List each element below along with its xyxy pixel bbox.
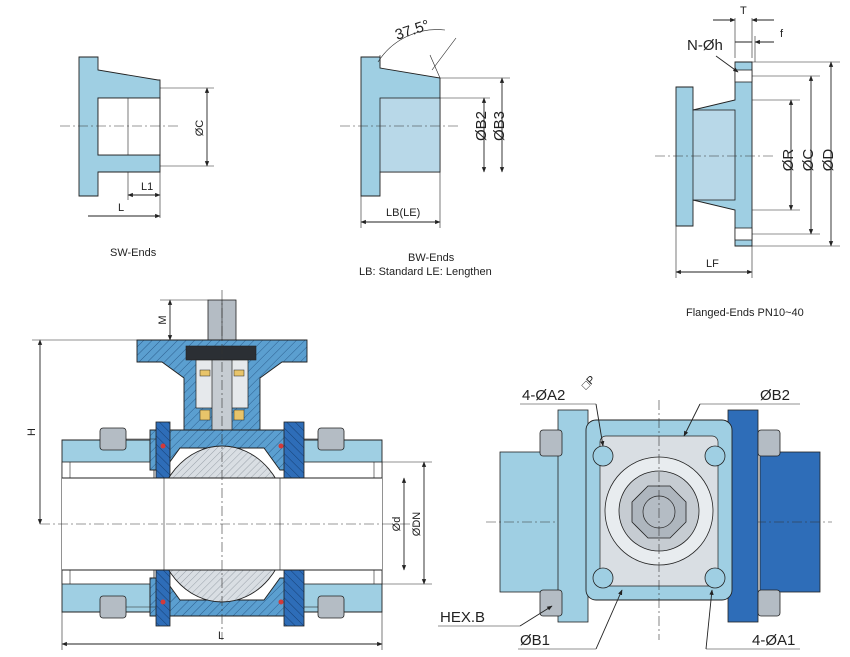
bw-dim-b2: ØB2	[473, 111, 490, 141]
sw-caption: SW-Ends	[110, 247, 157, 259]
top-flange-right	[727, 409, 759, 623]
bolt-left-top	[99, 427, 127, 451]
sw-dim-c: ØC	[194, 120, 206, 137]
sw-ends-view: ØC L1 L SW-Ends	[60, 56, 214, 259]
bolt-right-top	[317, 427, 345, 451]
bw-dim-lb: LB(LE)	[386, 207, 420, 219]
top-flange-left	[557, 409, 589, 623]
flange-dim-lf: LF	[706, 258, 719, 270]
top-dim-p: □P	[580, 374, 598, 392]
bw-dim-b3: ØB3	[491, 111, 508, 141]
bw-ends-view: 37.5° ØB2 ØB3 LB(LE) BW-Ends LB: Standar…	[340, 17, 510, 278]
valve-dim-d: Ød	[391, 517, 403, 532]
top-dim-b1: ØB1	[520, 632, 550, 649]
gasket-1	[160, 443, 166, 449]
top-bolt-4	[757, 589, 781, 617]
flanged-ends-view: T f N-Øh ØR ØC ØD LF Flanged-Ends PN10~4…	[655, 5, 840, 319]
top-hole-3	[592, 567, 614, 589]
bolt-right-bottom	[317, 595, 345, 619]
top-dim-a1: 4-ØA1	[752, 632, 795, 649]
gland-nut	[185, 345, 257, 361]
flange-dim-t: T	[740, 5, 747, 17]
top-bolt-3	[757, 429, 781, 457]
flange-bolt-hole-bottom	[734, 227, 753, 241]
bolt-left-bottom	[99, 595, 127, 619]
valve-dim-dn: ØDN	[411, 512, 423, 537]
sw-dim-l: L	[118, 202, 124, 214]
bw-caption-1: BW-Ends	[408, 252, 455, 264]
gasket-4	[278, 599, 284, 605]
valve-dim-h: H	[26, 428, 38, 436]
top-hole-4	[704, 567, 726, 589]
top-bolt-2	[539, 589, 563, 617]
bw-caption-2: LB: Standard LE: Lengthen	[359, 266, 492, 278]
valve-top-view: 4-ØA2 □P ØB2 HEX.B ØB1 4-ØA1	[438, 374, 832, 650]
gasket-2	[278, 443, 284, 449]
bw-dim-angle: 37.5°	[393, 17, 432, 44]
flanged-caption: Flanged-Ends PN10~40	[686, 307, 804, 319]
valve-section-view: M H Ød ØDN L	[26, 290, 432, 650]
top-dim-b2: ØB2	[760, 387, 790, 404]
top-hole-2	[704, 445, 726, 467]
flange-dim-f: f	[780, 28, 784, 40]
gasket-3	[160, 599, 166, 605]
top-bolt-1	[539, 429, 563, 457]
top-dim-a2: 4-ØA2	[522, 387, 565, 404]
flange-dim-c: ØC	[800, 149, 817, 172]
top-hole-1	[592, 445, 614, 467]
top-dim-hex: HEX.B	[440, 609, 485, 626]
flange-bore	[692, 109, 736, 201]
flange-dim-r: ØR	[780, 149, 797, 172]
valve-dim-m: M	[157, 315, 169, 324]
valve-dim-l: L	[218, 630, 224, 642]
sw-dim-l1: L1	[141, 181, 153, 193]
flange-dim-d: ØD	[820, 149, 837, 172]
flange-dim-nh: N-Øh	[687, 37, 723, 54]
bw-end-bore	[379, 97, 441, 173]
sw-end-bore	[97, 97, 161, 156]
